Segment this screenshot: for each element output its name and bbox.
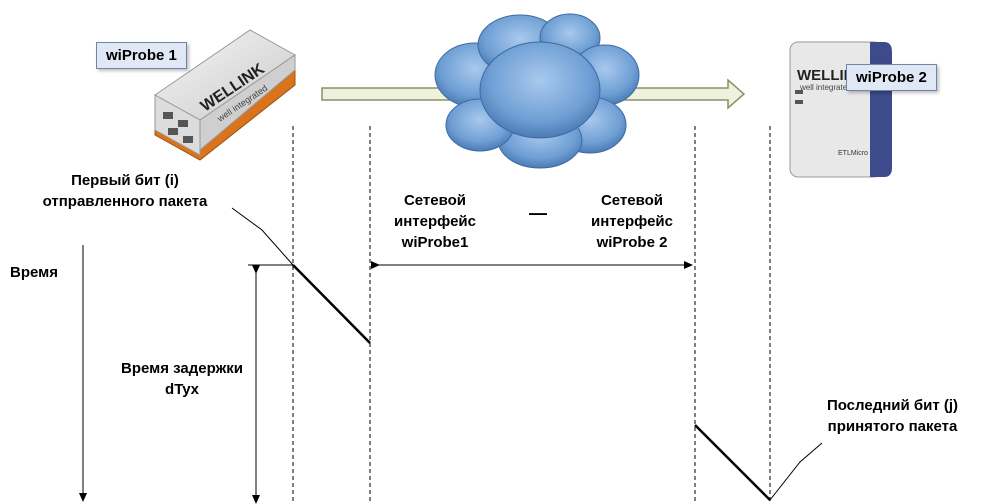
time-label: Время [10, 264, 58, 281]
iface2-line2: интерфейс [591, 213, 673, 230]
first-bit-line2: отправленного пакета [42, 193, 208, 210]
sent-packet-slope [292, 264, 371, 344]
iface1-label: Сетевой интерфейс wiProbe1 [380, 190, 490, 253]
iface2-label: Сетевой интерфейс wiProbe 2 [572, 190, 692, 253]
wiprobe2-device-icon: WELLINK well integrated ETLMicro [789, 41, 892, 178]
wiprobe2-model: ETLMicro [838, 150, 868, 157]
last-bit-label: Последний бит (j) принятого пакета [800, 395, 985, 437]
iface-dash: — [529, 203, 547, 223]
iface2-line1: Сетевой [600, 192, 664, 209]
wiprobe2-tagline: well integrated [799, 83, 852, 92]
network-cloud-icon [434, 13, 640, 169]
wiprobe1-device-icon: WELLINK well integrated [154, 29, 296, 161]
iface1-line2: интерфейс [394, 213, 476, 230]
delay-line2: dTyx [165, 381, 199, 398]
first-bit-leader [231, 207, 294, 266]
first-bit-label: Первый бит (i) отправленного пакета [10, 170, 240, 212]
iface2-line3: wiProbe 2 [596, 234, 668, 251]
delay-label: Время задержки dTyx [112, 358, 252, 400]
delay-line1: Время задержки [121, 360, 243, 377]
received-packet-slope [694, 424, 771, 501]
iface1-line1: Сетевой [403, 192, 467, 209]
wiprobe1-callout: wiProbe 1 [96, 42, 187, 69]
last-bit-leader [769, 442, 823, 501]
wiprobe2-callout: wiProbe 2 [846, 64, 937, 91]
last-bit-line2: принятого пакета [827, 418, 958, 435]
timeline-dashed-lines [292, 126, 771, 504]
last-bit-line1: Последний бит (j) [826, 397, 959, 414]
iface1-line3: wiProbe1 [401, 234, 469, 251]
first-bit-line1: Первый бит (i) [71, 172, 179, 189]
